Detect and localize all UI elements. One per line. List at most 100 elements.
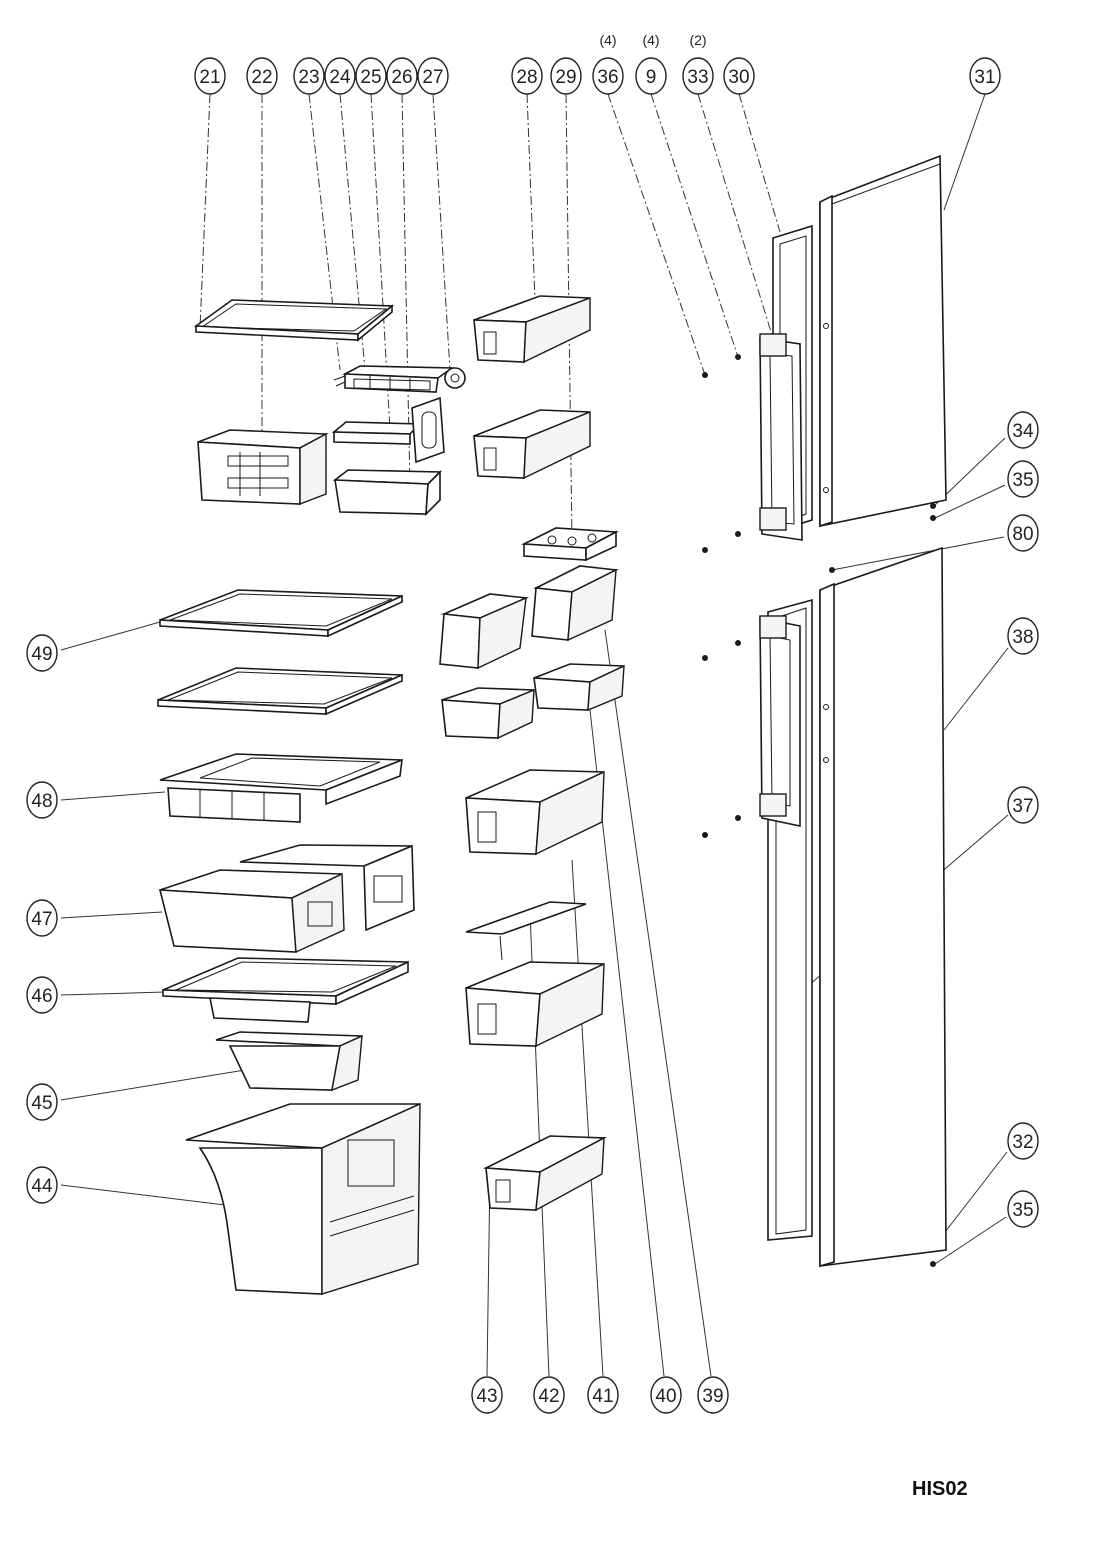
small-tray-45 xyxy=(215,1031,363,1092)
callout-25: 25 xyxy=(355,57,387,95)
crisper-cover-46 xyxy=(162,957,409,1023)
crisper-drawers-47 xyxy=(158,844,415,954)
callout-circle xyxy=(969,57,1001,95)
callout-number: 47 xyxy=(31,909,52,930)
callout-circle xyxy=(1007,460,1039,498)
callout-number: 42 xyxy=(538,1386,559,1407)
door-bin-28 xyxy=(473,295,591,364)
callout-39: 39 xyxy=(697,1376,729,1414)
callout-80: 80 xyxy=(1007,514,1039,552)
callout-number: 40 xyxy=(655,1386,676,1407)
callout-number: 25 xyxy=(360,67,381,88)
callout-29: 29 xyxy=(550,57,582,95)
door-bin-upper-second xyxy=(473,409,591,480)
callout-33: 33 (2) xyxy=(682,32,714,95)
ice-bucket xyxy=(332,469,442,517)
callout-circle xyxy=(511,57,543,95)
callout-circle xyxy=(194,57,226,95)
vegetable-bin-44 xyxy=(185,1102,421,1295)
callout-number: 26 xyxy=(391,67,412,88)
callout-number: 46 xyxy=(31,986,52,1007)
callout-number: 33 xyxy=(687,67,708,88)
door-bin-43 xyxy=(483,1135,608,1212)
callout-34: 34 xyxy=(1007,411,1039,449)
upper-freezer-shelf xyxy=(193,299,395,342)
callout-32: 32 xyxy=(1007,1122,1039,1160)
small-door-bins xyxy=(441,663,625,740)
screws xyxy=(702,354,936,1267)
bottle-guard-42 xyxy=(465,901,587,961)
callout-quantity: (2) xyxy=(689,32,706,48)
callout-41: 41 xyxy=(587,1376,619,1414)
callout-9: 9 (4) xyxy=(635,32,667,95)
callout-circle xyxy=(650,1376,682,1414)
callout-circle xyxy=(246,57,278,95)
callout-circle xyxy=(471,1376,503,1414)
callout-22: 22 xyxy=(246,57,278,95)
callout-number: 35 xyxy=(1012,1200,1033,1221)
callout-circle xyxy=(1007,1122,1039,1160)
callout-24: 24 xyxy=(324,57,356,95)
fridge-shelf-middle xyxy=(157,667,403,716)
door-bin-40 xyxy=(465,769,605,856)
callout-circle xyxy=(723,57,755,95)
shelf-with-drawer-48 xyxy=(159,753,403,823)
ice-tray-assembly xyxy=(333,365,466,393)
callout-27: 27 xyxy=(417,57,449,95)
callout-number: 32 xyxy=(1012,1132,1033,1153)
callout-circle xyxy=(26,634,58,672)
callout-circle xyxy=(1007,617,1039,655)
callout-number: 30 xyxy=(728,67,749,88)
callout-circle xyxy=(293,57,325,95)
callout-number: 34 xyxy=(1012,421,1034,442)
callout-36: 36(4) xyxy=(592,32,624,95)
callout-circle xyxy=(587,1376,619,1414)
callout-44: 44 xyxy=(26,1166,58,1204)
callout-47: 47 xyxy=(26,899,58,937)
callout-circle xyxy=(26,976,58,1014)
callout-circle xyxy=(550,57,582,95)
callout-circle xyxy=(635,57,667,95)
callout-45: 45 xyxy=(26,1083,58,1121)
callout-number: 41 xyxy=(592,1386,613,1407)
callout-number: 49 xyxy=(31,644,52,665)
fridge-door-panel xyxy=(819,546,947,1268)
callout-49: 49 xyxy=(26,634,58,672)
callout-number: 37 xyxy=(1012,796,1033,817)
callout-38: 38 xyxy=(1007,617,1039,655)
callout-26: 26 xyxy=(386,57,418,95)
fridge-door-handle xyxy=(759,615,801,827)
callout-number: 24 xyxy=(329,67,351,88)
callout-circle xyxy=(26,1083,58,1121)
callout-28: 28 xyxy=(511,57,543,95)
freezer-door-handle xyxy=(759,333,803,541)
callout-circle xyxy=(417,57,449,95)
freezer-door-panel xyxy=(819,154,947,528)
callout-circle xyxy=(26,899,58,937)
callout-46: 46 xyxy=(26,976,58,1014)
callout-quantity: (4) xyxy=(599,32,616,48)
freezer-drawer-frame xyxy=(197,429,329,506)
callout-48: 48 xyxy=(26,781,58,819)
callout-number: 43 xyxy=(476,1386,497,1407)
callout-number: 39 xyxy=(702,1386,723,1407)
callout-number: 38 xyxy=(1012,627,1033,648)
callout-31: 31 xyxy=(969,57,1001,95)
callout-circle xyxy=(1007,514,1039,552)
callout-number: 31 xyxy=(974,67,995,88)
callout-40: 40 xyxy=(650,1376,682,1414)
callout-quantity: (4) xyxy=(642,32,659,48)
door-bin-41 xyxy=(465,961,605,1048)
callout-circle xyxy=(1007,786,1039,824)
callout-circle xyxy=(1007,1190,1039,1228)
callout-number: 27 xyxy=(422,67,443,88)
callout-circle xyxy=(26,1166,58,1204)
egg-tray-29 xyxy=(520,527,619,562)
callout-number: 45 xyxy=(31,1093,52,1114)
callout-number: 22 xyxy=(251,67,272,88)
callout-number: 29 xyxy=(555,67,576,88)
callout-circle xyxy=(355,57,387,95)
callout-number: 9 xyxy=(646,67,657,88)
callout-43: 43 xyxy=(471,1376,503,1414)
